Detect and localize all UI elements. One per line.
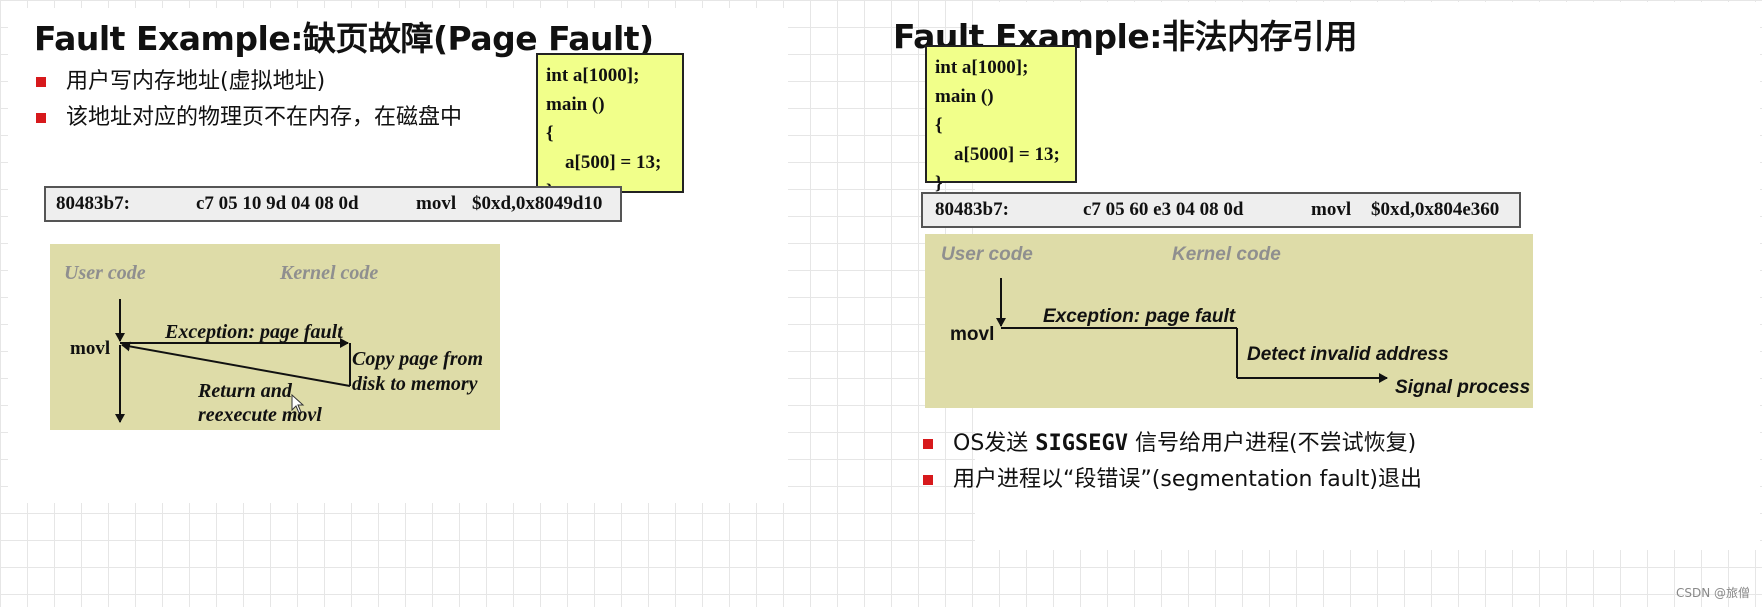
kernel-code-label: Kernel code (280, 262, 379, 284)
copy-page-label-2: disk to memory (352, 373, 478, 395)
assembly-instruction: 80483b7: c7 05 60 e3 04 08 0d movl $0xd,… (921, 192, 1521, 228)
slide-illegal-memory-reference: Fault Example:非法内存引用 int a[1000]; main (… (893, 2, 1760, 550)
asm-mnemonic: movl (1311, 199, 1352, 220)
bullet-text: 用户进程以“段错误”(segmentation fault)退出 (953, 467, 1422, 492)
control-flow-diagram: User code Kernel code movl Exception: pa… (50, 244, 500, 430)
user-code-label: User code (64, 262, 146, 284)
detect-invalid-address-label: Detect invalid address (1247, 344, 1449, 365)
control-flow-arrows (115, 299, 351, 423)
bullet-text: 该地址对应的物理页不在内存，在磁盘中 (66, 105, 463, 130)
asm-bytes: c7 05 10 9d 04 08 0d (196, 193, 359, 214)
exception-label: Exception: page fault (165, 321, 343, 343)
bullet-list: 用户写内存地址(虚拟地址) 该地址对应的物理页不在内存，在磁盘中 (36, 64, 462, 136)
return-label-2: reexecute movl (198, 404, 322, 426)
asm-bytes: c7 05 60 e3 04 08 0d (1083, 199, 1244, 220)
bullet-list: OS发送 SIGSEGV 信号给用户进程(不尝试恢复) 用户进程以“段错误”(s… (923, 426, 1422, 498)
bullet-text: 信号给用户进程(不尝试恢复) (1128, 431, 1417, 456)
copy-page-label: Copy page from (352, 348, 484, 370)
code-line: } (935, 173, 943, 194)
asm-address: 80483b7: (935, 199, 1009, 220)
bullet-item: 用户进程以“段错误”(segmentation fault)退出 (923, 462, 1422, 498)
code-snippet: int a[1000]; main () { a[500] = 13; } (536, 53, 684, 202)
watermark: CSDN @旅僧 (1675, 586, 1750, 600)
return-arrow (121, 341, 351, 387)
code-line: main () (935, 86, 994, 107)
code-line: { (546, 123, 554, 144)
signal-process-label: Signal process (1395, 377, 1531, 398)
slide-page-fault: Fault Example:缺页故障(Page Fault) 用户写内存地址(虚… (8, 8, 788, 503)
control-flow-arrows (996, 278, 1388, 383)
user-code-label: User code (941, 244, 1033, 265)
bullet-text: 用户写内存地址(虚拟地址) (66, 69, 326, 94)
asm-operands: $0xd,0x804e360 (1371, 199, 1500, 220)
red-square-bullet-icon (36, 77, 46, 87)
code-line: a[500] = 13; (546, 152, 662, 173)
bullet-item: 该地址对应的物理页不在内存，在磁盘中 (36, 100, 462, 136)
bullet-item: OS发送 SIGSEGV 信号给用户进程(不尝试恢复) (923, 426, 1422, 462)
asm-address: 80483b7: (56, 193, 130, 214)
return-label: Return and (198, 380, 292, 402)
code-line: int a[1000]; (546, 65, 640, 86)
code-line: { (935, 115, 943, 136)
signal-name: SIGSEGV (1035, 431, 1128, 456)
bullet-item: 用户写内存地址(虚拟地址) (36, 64, 462, 100)
slide-title: Fault Example:缺页故障(Page Fault) (34, 19, 654, 58)
kernel-code-label: Kernel code (1172, 244, 1281, 265)
code-line: int a[1000]; (935, 57, 1029, 78)
asm-operands: $0xd,0x8049d10 (472, 193, 603, 214)
code-line: main () (546, 94, 605, 115)
control-flow-diagram: User code Kernel code movl Exception: pa… (925, 234, 1533, 408)
bullet-text: OS发送 (953, 431, 1036, 456)
red-square-bullet-icon (923, 439, 933, 449)
movl-label: movl (950, 324, 995, 345)
assembly-instruction: 80483b7: c7 05 10 9d 04 08 0d movl $0xd,… (44, 186, 622, 222)
movl-label: movl (70, 338, 111, 359)
mouse-pointer-icon (291, 394, 305, 414)
red-square-bullet-icon (36, 113, 46, 123)
red-square-bullet-icon (923, 475, 933, 485)
exception-label: Exception: page fault (1043, 306, 1236, 327)
code-snippet: int a[1000]; main () { a[5000] = 13; } (925, 45, 1077, 194)
asm-mnemonic: movl (416, 193, 457, 214)
code-line: a[5000] = 13; (935, 144, 1060, 165)
